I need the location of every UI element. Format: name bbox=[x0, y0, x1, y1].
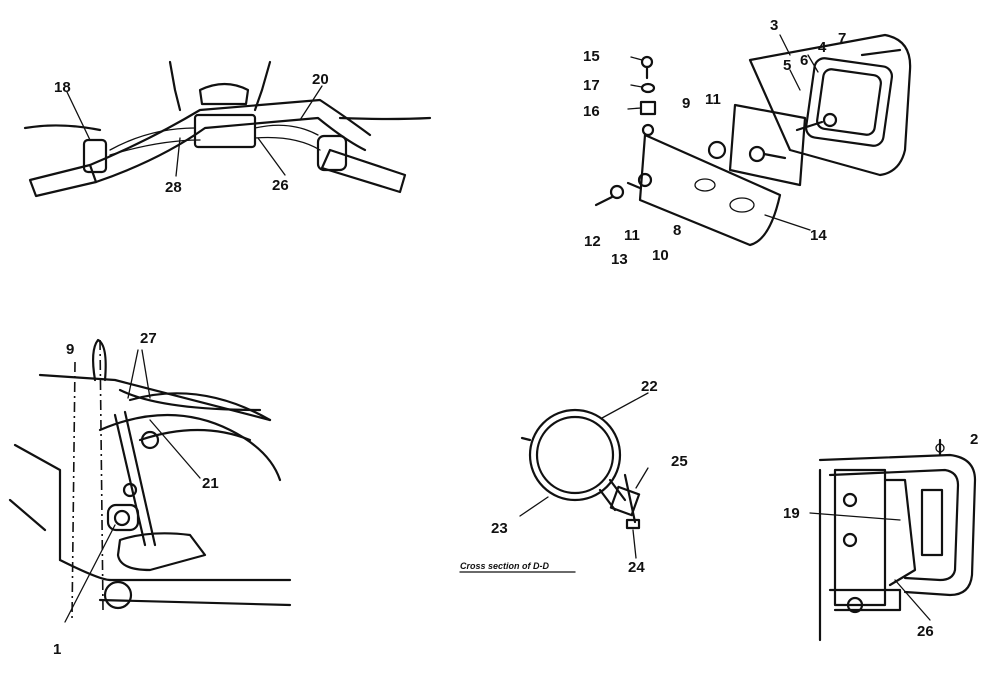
callout-labels: 18 28 26 20 15 17 16 9 11 3 4 5 6 7 14 1… bbox=[53, 17, 978, 658]
callout-22: 22 bbox=[641, 378, 658, 395]
callout-11-lower: 11 bbox=[624, 227, 640, 244]
callout-23: 23 bbox=[491, 520, 508, 537]
callout-16: 16 bbox=[583, 103, 600, 120]
handlebar-assembly bbox=[23, 60, 432, 198]
cross-section-dd bbox=[459, 392, 649, 573]
callout-24: 24 bbox=[628, 559, 645, 576]
callout-15: 15 bbox=[583, 48, 600, 65]
callout-26-handlebar: 26 bbox=[272, 177, 289, 194]
callout-18-handlebar: 18 bbox=[54, 79, 71, 96]
callout-12: 12 bbox=[584, 233, 601, 250]
callout-6: 6 bbox=[800, 52, 808, 69]
callout-28: 28 bbox=[165, 179, 182, 196]
tail-light-assembly bbox=[594, 33, 912, 247]
callout-9-taillight: 9 bbox=[682, 95, 690, 112]
callout-11-upper: 11 bbox=[705, 91, 721, 108]
callout-8: 8 bbox=[673, 222, 681, 239]
frame-side-view bbox=[8, 338, 292, 623]
callout-2: 2 bbox=[970, 431, 978, 448]
callout-25: 25 bbox=[671, 453, 688, 470]
callout-7: 7 bbox=[838, 30, 846, 47]
callout-17: 17 bbox=[583, 77, 600, 94]
callout-20: 20 bbox=[312, 71, 329, 88]
callout-21: 21 bbox=[202, 475, 219, 492]
callout-26-guard: 26 bbox=[917, 623, 934, 640]
callout-1: 1 bbox=[53, 641, 61, 658]
callout-19: 19 bbox=[783, 505, 800, 522]
rear-guard-detail bbox=[809, 438, 977, 642]
callout-9-frame: 9 bbox=[66, 341, 74, 358]
callout-5: 5 bbox=[783, 57, 791, 74]
callout-14: 14 bbox=[810, 227, 827, 244]
cross-section-caption: Cross section of D-D bbox=[460, 561, 550, 571]
callout-13: 13 bbox=[611, 251, 628, 268]
callout-3: 3 bbox=[770, 17, 778, 34]
callout-4: 4 bbox=[818, 39, 827, 56]
callout-27: 27 bbox=[140, 330, 157, 347]
callout-10: 10 bbox=[652, 247, 669, 264]
